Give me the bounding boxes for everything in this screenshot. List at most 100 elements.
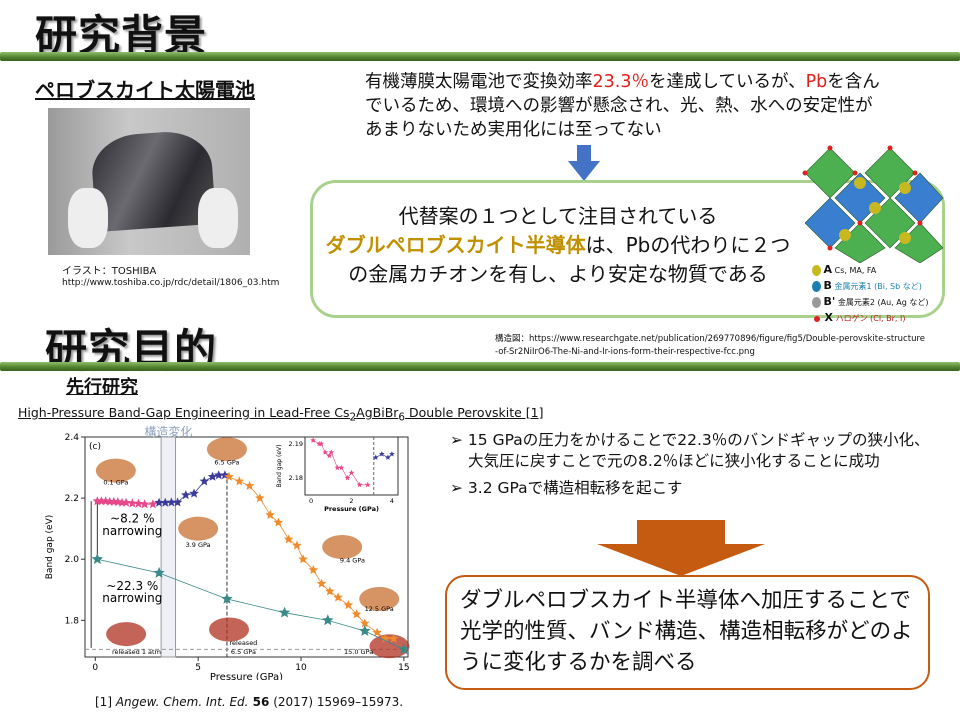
inset-data-point bbox=[356, 481, 363, 488]
y-tick-label: 2.4 bbox=[65, 433, 80, 443]
x-tick-label: 0 bbox=[92, 663, 98, 673]
inset-series-line bbox=[375, 453, 393, 458]
paper-title: High-Pressure Band-Gap Engineering in Le… bbox=[18, 405, 544, 424]
subtitle-prior-research: 先行研究 bbox=[66, 377, 138, 398]
data-point bbox=[388, 633, 399, 643]
inset-x-tick-label: 2 bbox=[349, 497, 353, 505]
structure-legend: A Cs, MA, FA B 金属元素1 (Bi, Sb など) B' 金属元素… bbox=[812, 262, 928, 326]
data-point bbox=[255, 493, 265, 503]
arrow-bullet-icon: ➢ bbox=[450, 479, 468, 497]
data-point bbox=[153, 567, 165, 578]
data-point bbox=[160, 497, 170, 507]
title-divider bbox=[0, 52, 960, 61]
inset-data-point bbox=[334, 464, 341, 471]
data-point bbox=[127, 498, 138, 508]
data-point bbox=[154, 497, 164, 507]
solar-cell-photo bbox=[48, 108, 250, 255]
data-point bbox=[372, 627, 382, 637]
inset-y-label: Band gap (eV) bbox=[276, 445, 283, 488]
down-arrow-icon bbox=[568, 145, 600, 181]
alternative-box bbox=[310, 180, 945, 318]
inset-data-point bbox=[344, 474, 351, 481]
data-point bbox=[220, 470, 230, 480]
sample-photo bbox=[206, 437, 247, 462]
inset-frame bbox=[304, 436, 399, 496]
structure-change-label: 構造変化 bbox=[144, 425, 192, 439]
data-point bbox=[316, 578, 327, 588]
data-point bbox=[133, 498, 144, 508]
inset-data-point bbox=[389, 451, 395, 457]
findings-list: ➢ 15 GPaの圧力をかけることで22.3％のバンドギャップの狭小化、大気圧に… bbox=[450, 430, 930, 499]
data-point bbox=[273, 517, 284, 527]
data-point bbox=[166, 497, 177, 507]
data-point bbox=[360, 618, 370, 628]
inset-data-point bbox=[326, 452, 333, 459]
background-text: 有機薄膜太陽電池で変換効率23.3％を達成しているが、Pbを含んでいるため、環境… bbox=[365, 72, 880, 140]
data-point bbox=[214, 470, 224, 480]
panel-label: (c) bbox=[89, 442, 101, 452]
annotation-label: ~22.3 % bbox=[106, 579, 158, 593]
data-point bbox=[325, 586, 335, 596]
data-point bbox=[207, 471, 218, 481]
inset-data-point bbox=[364, 481, 371, 488]
inset-data-point bbox=[322, 449, 329, 455]
double-perovskite-structure bbox=[802, 145, 944, 263]
y-tick-label: 2.2 bbox=[65, 494, 79, 504]
data-point bbox=[189, 488, 199, 498]
inset-data-point bbox=[310, 437, 316, 443]
y-axis-label: Band gap (eV) bbox=[45, 515, 55, 580]
data-point bbox=[148, 499, 158, 509]
photo-label: released bbox=[229, 639, 257, 647]
data-point bbox=[234, 476, 245, 486]
y-tick-label: 2.0 bbox=[65, 555, 80, 565]
data-point bbox=[333, 592, 343, 602]
x-tick-label: 10 bbox=[295, 663, 307, 673]
data-point bbox=[343, 600, 354, 610]
finding-item: ➢ 15 GPaの圧力をかけることで22.3％のバンドギャップの狭小化、大気圧に… bbox=[450, 431, 930, 470]
inset-data-point bbox=[328, 449, 335, 455]
inset-data-point bbox=[348, 469, 355, 476]
inset-x-tick-label: 4 bbox=[390, 497, 394, 505]
data-point bbox=[244, 480, 255, 490]
data-point bbox=[283, 534, 294, 544]
inset-y-tick-label: 2.18 bbox=[289, 474, 303, 482]
y-tick-label: 1.8 bbox=[65, 616, 80, 626]
data-point bbox=[351, 609, 362, 619]
sample-photo bbox=[95, 458, 136, 483]
photo-label: released 1 atm bbox=[112, 648, 161, 656]
subtitle-perovskite: ペロブスカイト太陽電池 bbox=[35, 78, 255, 102]
sample-photo bbox=[322, 535, 363, 559]
data-point bbox=[109, 496, 119, 506]
structure-source: 構造図：https://www.researchgate.net/publica… bbox=[495, 334, 925, 357]
data-point bbox=[224, 471, 234, 481]
data-point bbox=[265, 509, 275, 519]
data-point bbox=[292, 540, 302, 550]
data-point bbox=[199, 476, 210, 486]
data-point bbox=[172, 497, 183, 507]
photo-label: 9.4 GPa bbox=[340, 556, 365, 564]
data-point bbox=[298, 554, 308, 564]
citation: [1] Angew. Chem. Int. Ed. 56 (2017) 1596… bbox=[95, 695, 404, 709]
sample-photo bbox=[369, 634, 410, 659]
photo-label: 15.0 GPa bbox=[344, 648, 373, 656]
section-title-background: 研究背景 bbox=[35, 11, 208, 60]
x-tick-label: 15 bbox=[398, 663, 409, 673]
annotation-label: narrowing bbox=[102, 591, 162, 605]
annotation-label: narrowing bbox=[102, 524, 162, 538]
arrow-bullet-icon: ➢ bbox=[450, 431, 468, 449]
photo-label: 12.5 GPa bbox=[365, 605, 394, 613]
photo-caption: イラスト：TOSHIBA bbox=[62, 266, 157, 277]
data-point bbox=[121, 497, 131, 507]
plot-frame bbox=[84, 436, 409, 658]
data-point bbox=[359, 625, 371, 636]
conclusion-text: ダブルペロブスカイト半導体へ加圧することで光学的性質、バンド構造、構造相転移がど… bbox=[460, 588, 913, 675]
inset-x-tick-label: 0 bbox=[309, 497, 313, 505]
data-point bbox=[91, 553, 104, 565]
data-point bbox=[398, 643, 410, 655]
data-point bbox=[380, 633, 391, 643]
sample-photo bbox=[106, 622, 147, 647]
sample-photo bbox=[178, 516, 219, 541]
x-tick-label: 5 bbox=[195, 663, 201, 673]
inset-x-label: Pressure (GPa) bbox=[324, 505, 379, 513]
